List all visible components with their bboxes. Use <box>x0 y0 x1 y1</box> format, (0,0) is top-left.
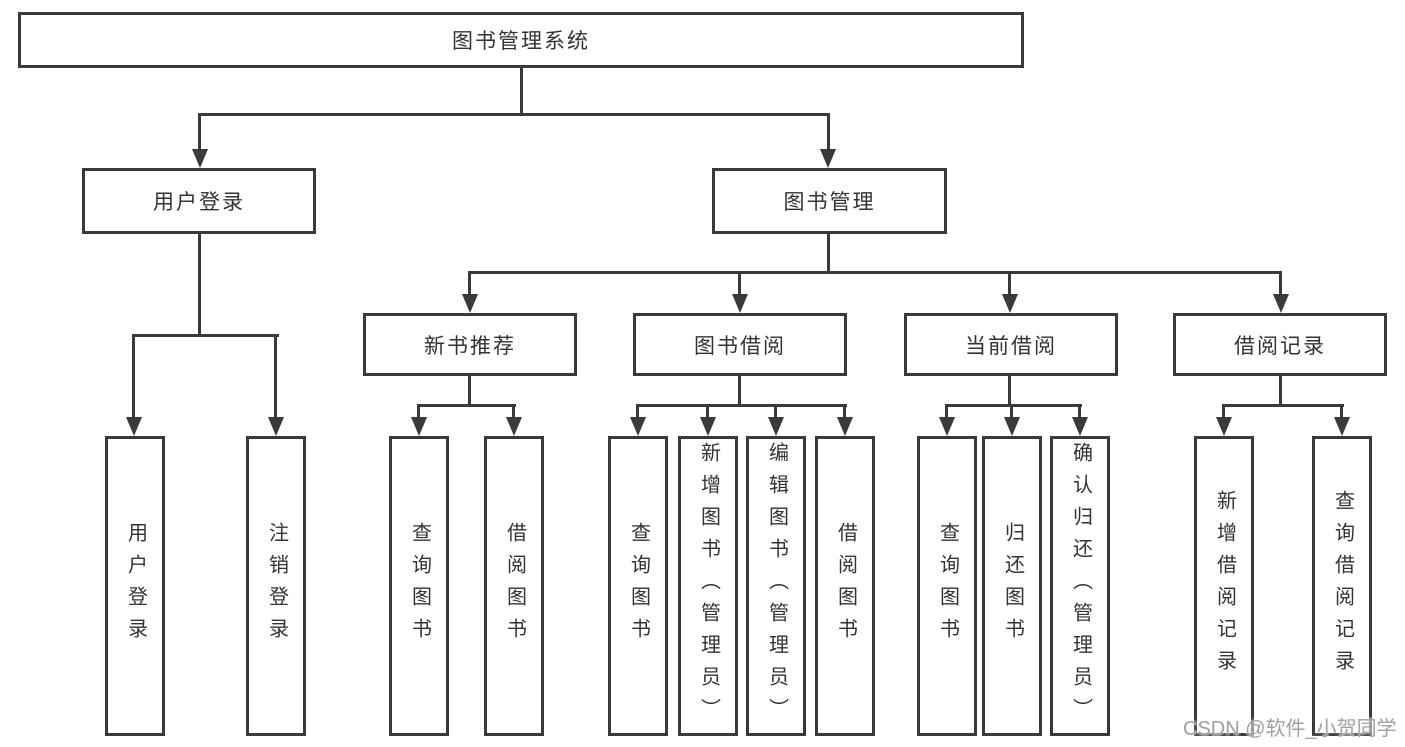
connector-user-login-rail <box>132 334 279 337</box>
leaf-cb-confirm-return-admin-label: 确认归还（管理员） <box>1069 442 1092 730</box>
arrowhead-nb-query <box>411 417 427 436</box>
watermark-csdn: CSDN @软件_小贺同学 <box>1183 718 1397 740</box>
node-new-book-recommend-label: 新书推荐 <box>424 334 516 358</box>
connector-book-management-stem <box>827 232 830 274</box>
arrowhead-bb-edit <box>768 417 784 436</box>
leaf-br-add-record: 新增借阅记录 <box>1194 436 1254 736</box>
node-new-book-recommend: 新书推荐 <box>363 313 577 376</box>
node-book-management: 图书管理 <box>712 168 947 234</box>
arrowhead-cb-query <box>939 417 955 436</box>
connector-borrow-records-rail <box>1222 404 1344 407</box>
leaf-bb-add-books-admin-label: 新增图书（管理员） <box>697 442 720 730</box>
leaf-nb-query-books-label: 查询图书 <box>408 522 431 650</box>
arrowhead-bb-add <box>700 417 716 436</box>
connector-drop-user-login <box>198 115 201 151</box>
arrowhead-bb-borrow <box>837 417 853 436</box>
connector-user-login-stem <box>198 232 201 336</box>
arrowhead-nb-borrow <box>506 417 522 436</box>
connector-drop-nb-query <box>417 406 420 422</box>
leaf-logout: 注销登录 <box>246 436 306 736</box>
leaf-br-query-record-label: 查询借阅记录 <box>1331 490 1354 682</box>
connector-drop-br-add <box>1222 406 1225 422</box>
leaf-cb-return-books: 归还图书 <box>982 436 1042 736</box>
leaf-bb-borrow-books-label: 借阅图书 <box>834 522 857 650</box>
arrowhead-bb-query <box>630 417 646 436</box>
connector-level3-rail <box>468 271 1282 274</box>
connector-drop-bb-edit <box>774 406 777 422</box>
arrowhead-cb-return <box>1004 417 1020 436</box>
leaf-bb-edit-books-admin: 编辑图书（管理员） <box>746 436 806 736</box>
node-user-login-label: 用户登录 <box>153 191 245 214</box>
arrowhead-leaf-logout <box>268 417 284 436</box>
leaf-bb-add-books-admin: 新增图书（管理员） <box>678 436 738 736</box>
connector-root-stem <box>520 67 523 116</box>
connector-drop-cb-query <box>945 406 948 422</box>
connector-drop-current-borrow <box>1008 273 1011 298</box>
node-borrow-records-label: 借阅记录 <box>1234 334 1326 358</box>
arrowhead-br-query <box>1334 417 1350 436</box>
arrowhead-leaf-user-login <box>126 417 142 436</box>
arrowhead-new-book <box>462 294 478 313</box>
connector-drop-bb-borrow <box>843 406 846 422</box>
leaf-bb-query-books-label: 查询图书 <box>627 522 650 650</box>
leaf-bb-edit-books-admin-label: 编辑图书（管理员） <box>765 442 788 730</box>
node-borrow-records: 借阅记录 <box>1173 313 1387 376</box>
leaf-nb-query-books: 查询图书 <box>389 436 449 736</box>
arrowhead-cb-confirm <box>1072 417 1088 436</box>
leaf-cb-query-books-label: 查询图书 <box>936 522 959 650</box>
connector-new-book-rail <box>417 404 516 407</box>
connector-current-borrow-rail <box>945 404 1082 407</box>
leaf-cb-return-books-label: 归还图书 <box>1001 522 1024 650</box>
connector-drop-leaf-logout <box>274 336 277 420</box>
connector-drop-new-book <box>468 273 471 298</box>
leaf-nb-borrow-books-label: 借阅图书 <box>503 522 526 650</box>
arrowhead-user-login <box>192 149 208 168</box>
arrowhead-borrow-records <box>1273 294 1289 313</box>
arrowhead-book-borrow <box>732 294 748 313</box>
leaf-cb-confirm-return-admin: 确认归还（管理员） <box>1050 436 1110 736</box>
arrowhead-current-borrow <box>1002 294 1018 313</box>
node-book-management-label: 图书管理 <box>783 191 876 214</box>
connector-book-borrow-stem <box>738 374 741 407</box>
leaf-bb-borrow-books: 借阅图书 <box>815 436 875 736</box>
connector-drop-br-query <box>1340 406 1343 422</box>
connector-borrow-records-stem <box>1279 374 1282 407</box>
connector-book-borrow-rail <box>636 404 847 407</box>
connector-drop-book-management <box>827 115 830 151</box>
node-user-login: 用户登录 <box>82 168 316 234</box>
node-library-management-system-label: 图书管理系统 <box>452 30 590 53</box>
node-book-borrow: 图书借阅 <box>633 313 847 376</box>
connector-drop-nb-borrow <box>512 406 515 422</box>
connector-drop-book-borrow <box>738 273 741 298</box>
node-current-borrow-label: 当前借阅 <box>965 334 1057 358</box>
connector-drop-cb-confirm <box>1078 406 1081 422</box>
node-current-borrow: 当前借阅 <box>904 313 1118 376</box>
connector-drop-leaf-user-login <box>132 336 135 420</box>
leaf-logout-label: 注销登录 <box>265 522 288 650</box>
leaf-cb-query-books: 查询图书 <box>917 436 977 736</box>
leaf-user-login-label: 用户登录 <box>124 522 147 650</box>
leaf-user-login: 用户登录 <box>105 436 165 736</box>
connector-current-borrow-stem <box>1008 374 1011 407</box>
connector-drop-cb-return <box>1010 406 1013 422</box>
connector-new-book-stem <box>468 374 471 407</box>
connector-level2-rail <box>198 113 830 116</box>
connector-drop-bb-query <box>636 406 639 422</box>
node-library-management-system: 图书管理系统 <box>18 12 1024 68</box>
connector-drop-borrow-records <box>1279 273 1282 298</box>
leaf-bb-query-books: 查询图书 <box>608 436 668 736</box>
leaf-br-add-record-label: 新增借阅记录 <box>1213 490 1236 682</box>
leaf-nb-borrow-books: 借阅图书 <box>484 436 544 736</box>
arrowhead-br-add <box>1216 417 1232 436</box>
connector-drop-bb-add <box>706 406 709 422</box>
node-book-borrow-label: 图书借阅 <box>694 334 786 358</box>
leaf-br-query-record: 查询借阅记录 <box>1312 436 1372 736</box>
arrowhead-book-management <box>820 149 836 168</box>
